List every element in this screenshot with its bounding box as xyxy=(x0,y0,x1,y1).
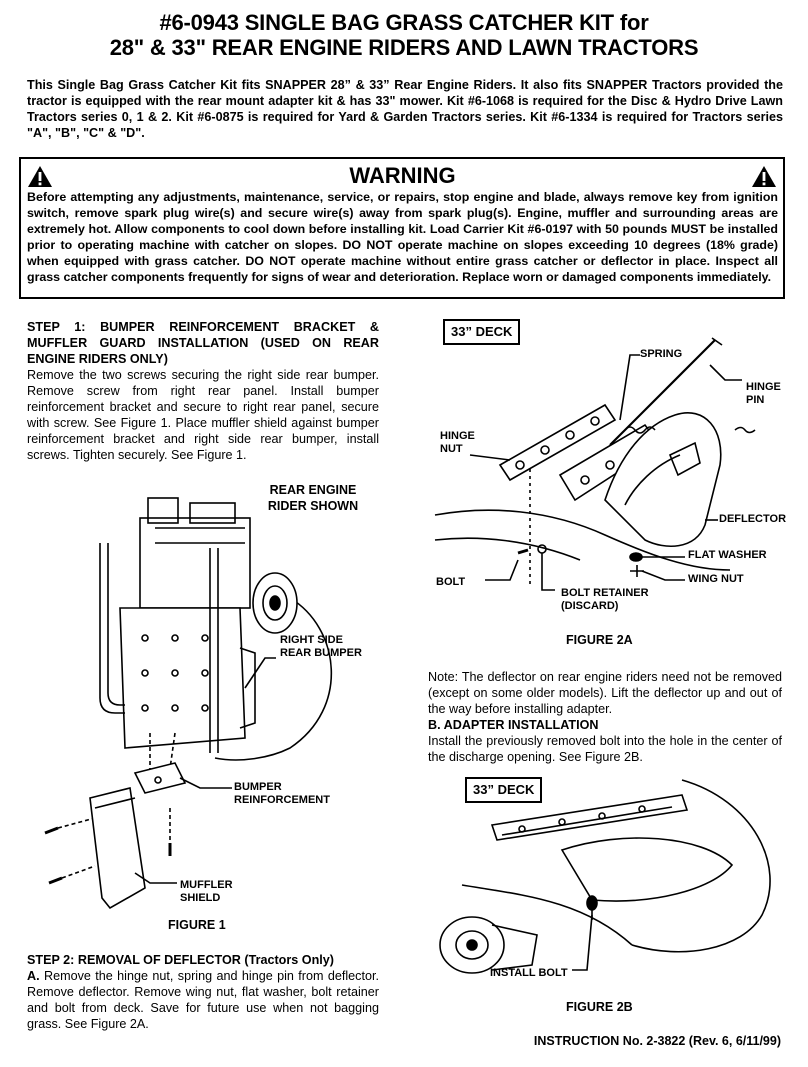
callout-spring: SPRING xyxy=(640,348,683,360)
intro-paragraph: This Single Bag Grass Catcher Kit fits S… xyxy=(27,78,783,140)
step1-section: STEP 1: BUMPER REINFORCEMENT BRACKET & M… xyxy=(27,319,379,463)
stepB-body: Install the previously removed bolt into… xyxy=(428,734,782,764)
adapter-section: Note: The deflector on rear engine rider… xyxy=(428,669,782,765)
callout-deflector: DEFLECTOR xyxy=(719,513,787,525)
step2-body: Remove the hinge nut, spring and hinge p… xyxy=(27,969,379,1031)
callout-bolt-retainer: BOLT RETAINER (DISCARD) xyxy=(561,587,649,612)
figure2b-illustration xyxy=(439,779,771,974)
figure2b-label: FIGURE 2B xyxy=(566,1000,633,1014)
warning-triangle-icon xyxy=(28,166,52,187)
callout-hinge-nut: HINGE NUT xyxy=(440,430,475,455)
figure1-label: FIGURE 1 xyxy=(168,918,226,932)
step2-heading-suffix: (Tractors Only) xyxy=(240,953,334,967)
callout-right-side-rear-bumper: RIGHT SIDE REAR BUMPER xyxy=(280,634,362,659)
step1-body: Remove the two screws securing the right… xyxy=(27,368,379,462)
step1-heading: STEP 1: BUMPER REINFORCEMENT BRACKET & M… xyxy=(27,320,379,366)
stepB-heading: B. ADAPTER INSTALLATION xyxy=(428,718,599,732)
figure2b-deck-label: 33” DECK xyxy=(465,777,543,803)
figure2a-illustration xyxy=(434,337,756,591)
callout-muffler-shield: MUFFLER SHIELD xyxy=(180,879,233,904)
deflector-note: Note: The deflector on rear engine rider… xyxy=(428,670,782,716)
document-title: #6-0943 SINGLE BAG GRASS CATCHER KIT for… xyxy=(0,10,808,60)
warning-text: Before attempting any adjustments, maint… xyxy=(27,190,778,284)
figure2a-label: FIGURE 2A xyxy=(566,633,633,647)
callout-hinge-pin: HINGE PIN xyxy=(746,381,781,406)
title-line-1: #6-0943 SINGLE BAG GRASS CATCHER KIT for xyxy=(159,10,649,35)
callout-bolt: BOLT xyxy=(436,576,466,588)
instruction-number: INSTRUCTION No. 2-3822 (Rev. 6, 6/11/99) xyxy=(533,1034,781,1048)
callout-flat-washer: FLAT WASHER xyxy=(688,549,767,561)
callout-bumper-reinforcement: BUMPER REINFORCEMENT xyxy=(234,781,330,806)
step2-heading: STEP 2: REMOVAL OF DEFLECTOR xyxy=(27,953,241,967)
figure2a-deck-label: 33” DECK xyxy=(443,319,521,345)
warning-box: WARNING Before attempting any adjustment… xyxy=(19,157,785,299)
step2-sub-a: A. xyxy=(27,969,40,983)
figure1-caption: REAR ENGINE RIDER SHOWN xyxy=(267,483,359,513)
step2-section: STEP 2: REMOVAL OF DEFLECTOR (Tractors O… xyxy=(27,952,379,1032)
callout-wing-nut: WING NUT xyxy=(688,573,744,585)
figure1-illustration xyxy=(44,497,333,910)
warning-heading: WARNING xyxy=(349,163,456,188)
warning-triangle-icon xyxy=(752,166,776,187)
title-line-2: 28" & 33" REAR ENGINE RIDERS AND LAWN TR… xyxy=(109,35,699,60)
callout-install-bolt: INSTALL BOLT xyxy=(490,967,568,979)
